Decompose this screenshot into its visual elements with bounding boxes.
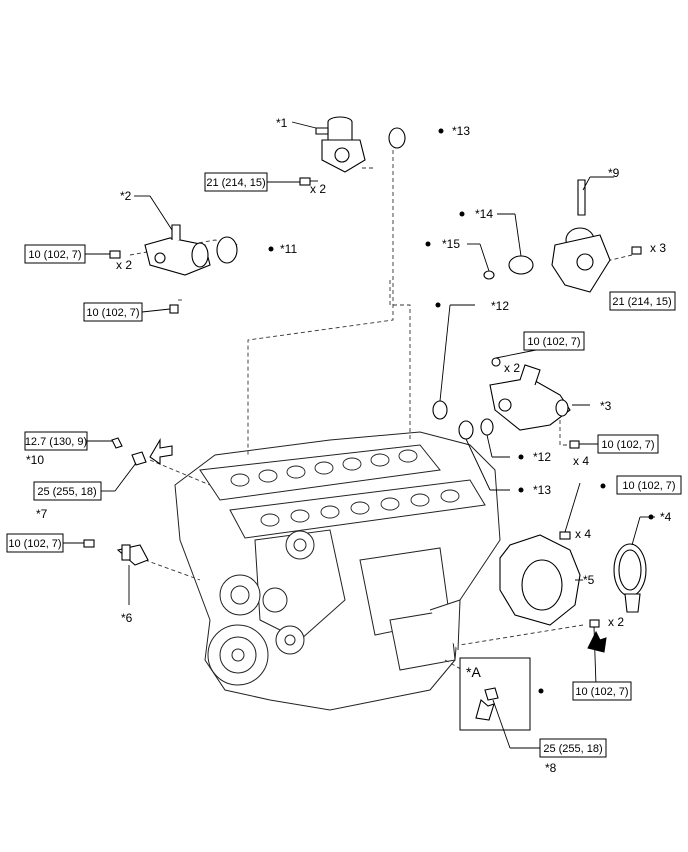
callout-12a: *12 [491, 299, 509, 313]
torque-t9: 10 (102, 7) [8, 538, 61, 550]
torque-box-t1: 21 (214, 15) [204, 172, 268, 192]
qty-2: x 2 [116, 258, 132, 272]
torque-box-t6: 10 (102, 7) [597, 434, 659, 454]
callout-13b: *13 [533, 483, 551, 497]
callout-14: *14 [475, 207, 493, 221]
torque-box-t3: 10 (102, 7) [83, 302, 143, 322]
water-inlet-part [489, 364, 571, 431]
callout-detail-a: *A [466, 664, 481, 680]
bolt-t4 [631, 246, 642, 255]
torque-t11: 10 (102, 7) [575, 686, 628, 698]
callout-4: *4 [660, 510, 672, 524]
ring-15 [483, 270, 495, 280]
bolt-t1 [299, 177, 318, 186]
torque-t8: 25 (255, 18) [37, 486, 96, 498]
callout-7: *7 [36, 507, 48, 521]
torque-t4: 21 (214, 15) [612, 296, 671, 308]
leader-lines [60, 121, 655, 749]
callout-2: *2 [120, 189, 132, 203]
vacuum-pump-part [551, 179, 611, 293]
callout-10: *10 [26, 453, 44, 467]
oil-seal-part [613, 543, 647, 613]
torque-box-t11: 10 (102, 7) [572, 681, 632, 701]
torque-t1: 21 (214, 15) [206, 177, 265, 189]
detail-a-box [459, 657, 531, 731]
qty-6: x 4 [575, 527, 591, 541]
bolt-t9 [83, 539, 95, 548]
torque-t5: 10 (102, 7) [527, 336, 580, 348]
torque-box-t4: 21 (214, 15) [609, 291, 676, 311]
callout-1: *1 [276, 116, 288, 130]
torque-t12: 25 (255, 18) [543, 743, 602, 755]
callout-13a: *13 [452, 124, 470, 138]
bolt-t11 [589, 619, 600, 628]
water-inlet-housing-part [315, 116, 366, 173]
qty-5: x 4 [573, 454, 589, 468]
qty-4: x 2 [504, 361, 520, 375]
torque-box-t5: 10 (102, 7) [523, 331, 585, 351]
o-ring-12a [432, 400, 448, 420]
arrow-icon-7 [149, 437, 173, 466]
torque-t7: 12.7 (130, 9) [25, 436, 87, 448]
o-ring-13b [458, 420, 474, 440]
nut-t5 [491, 357, 501, 367]
oil-seal-retainer-part [499, 534, 581, 626]
o-ring-14 [508, 255, 534, 275]
qty-7: x 2 [608, 615, 624, 629]
o-ring-12b [480, 418, 494, 436]
torque-t10: 10 (102, 7) [622, 480, 675, 492]
callout-12b: *12 [533, 450, 551, 464]
torque-box-t10: 10 (102, 7) [616, 475, 682, 495]
thermostat-housing-part [144, 224, 211, 276]
torque-box-t8: 25 (255, 18) [33, 481, 102, 501]
gasket-part [216, 236, 238, 264]
callout-9: *9 [608, 166, 620, 180]
torque-t6: 10 (102, 7) [601, 439, 654, 451]
oil-pressure-switch-part [111, 437, 147, 466]
callout-5: *5 [583, 573, 595, 587]
arrow-icon-solid [587, 630, 607, 653]
torque-box-t2: 10 (102, 7) [24, 244, 86, 264]
nut-t3 [169, 304, 179, 314]
callout-3: *3 [600, 399, 612, 413]
callout-11: *11 [280, 242, 297, 256]
callout-15: *15 [442, 237, 460, 251]
crank-position-sensor-part [116, 544, 149, 566]
callout-8: *8 [545, 761, 557, 775]
torque-t3: 10 (102, 7) [86, 307, 139, 319]
torque-t2: 10 (102, 7) [28, 249, 81, 261]
bolt-t10 [559, 531, 571, 540]
callout-6: *6 [121, 611, 133, 625]
torque-box-t9: 10 (102, 7) [6, 533, 64, 553]
qty-3: x 3 [650, 241, 666, 255]
torque-box-t12: 25 (255, 18) [539, 738, 607, 758]
o-ring-top [388, 127, 406, 149]
torque-box-t7: 12.7 (130, 9) [24, 431, 88, 451]
bullets [268, 128, 654, 694]
engine-block [174, 431, 501, 711]
bolt-t2 [109, 250, 121, 259]
qty-1: x 2 [310, 182, 326, 196]
bolt-t6 [569, 440, 580, 449]
